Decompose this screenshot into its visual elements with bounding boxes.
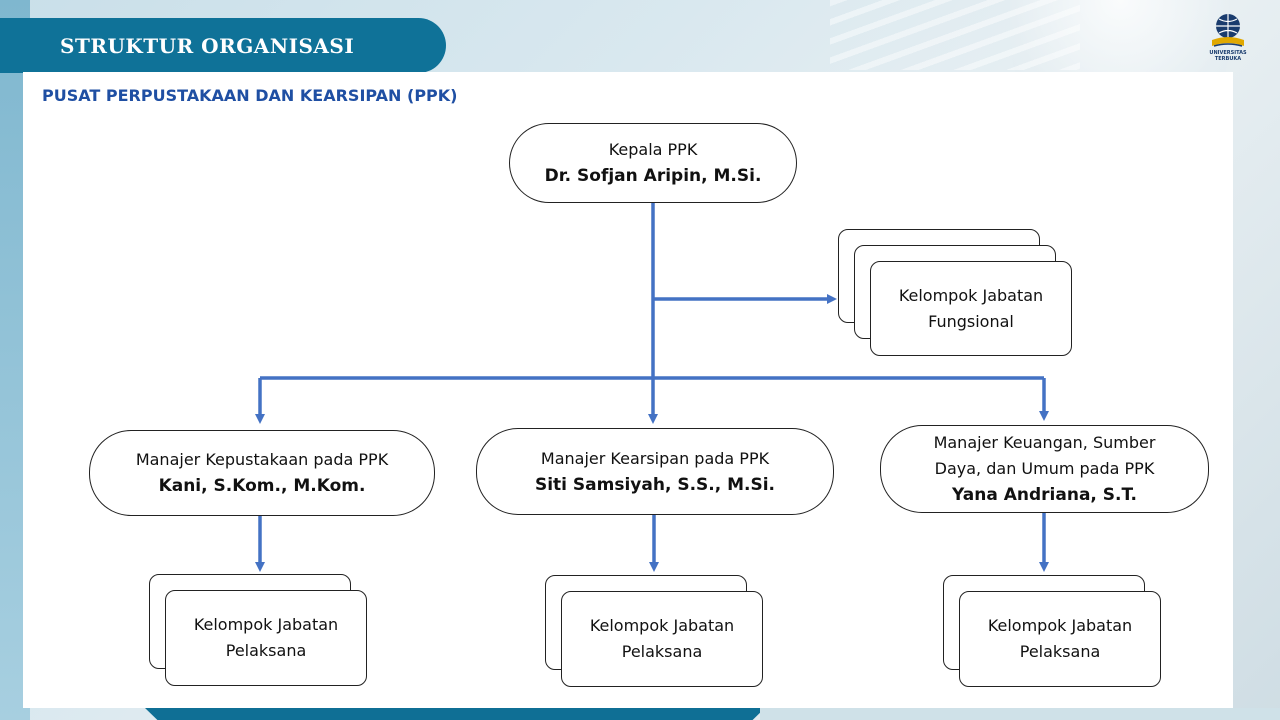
node-manager-library: Manajer Kepustakaan pada PPK Kani, S.Kom… (89, 430, 435, 516)
node-staff-1: Kelompok Jabatan Pelaksana (165, 590, 367, 686)
node-head: Kepala PPK Dr. Sofjan Aripin, M.Si. (509, 123, 797, 203)
node-manager-archive-name: Siti Samsiyah, S.S., M.Si. (534, 474, 776, 495)
node-staff-3-line2: Pelaksana (1019, 642, 1101, 661)
node-head-role: Kepala PPK (608, 140, 698, 159)
node-manager-finance-name: Yana Andriana, S.T. (952, 485, 1137, 505)
node-manager-finance-role-line2: Daya, dan Umum pada PPK (934, 459, 1155, 478)
node-staff-3-line1: Kelompok Jabatan (987, 616, 1133, 635)
node-manager-finance-role-line1: Manajer Keuangan, Sumber (933, 433, 1156, 452)
node-functional: Kelompok Jabatan Fungsional (870, 261, 1072, 356)
unit-title: PUSAT PERPUSTAKAAN DAN KEARSIPAN (PPK) (42, 86, 458, 105)
node-staff-1-line1: Kelompok Jabatan (193, 615, 339, 634)
university-logo-icon (1212, 14, 1244, 47)
node-functional-line2: Fungsional (928, 311, 1014, 331)
node-manager-archive: Manajer Kearsipan pada PPK Siti Samsiyah… (476, 428, 834, 515)
node-staff-2: Kelompok Jabatan Pelaksana (561, 591, 763, 687)
node-head-name: Dr. Sofjan Aripin, M.Si. (544, 166, 762, 186)
node-staff-3: Kelompok Jabatan Pelaksana (959, 591, 1161, 687)
node-manager-finance: Manajer Keuangan, Sumber Daya, dan Umum … (880, 425, 1209, 513)
node-manager-archive-role: Manajer Kearsipan pada PPK (540, 448, 770, 468)
node-staff-2-line1: Kelompok Jabatan (589, 616, 735, 635)
slide-title: STRUKTUR ORGANISASI (0, 18, 446, 73)
node-manager-library-role: Manajer Kepustakaan pada PPK (135, 450, 389, 469)
logo-caption: UNIVERSITAS TERBUKA (1209, 50, 1247, 62)
node-manager-library-name: Kani, S.Kom., M.Kom. (158, 476, 366, 496)
node-staff-2-line2: Pelaksana (621, 642, 703, 661)
node-staff-1-line2: Pelaksana (225, 641, 307, 660)
node-functional-line1: Kelompok Jabatan (898, 285, 1044, 305)
